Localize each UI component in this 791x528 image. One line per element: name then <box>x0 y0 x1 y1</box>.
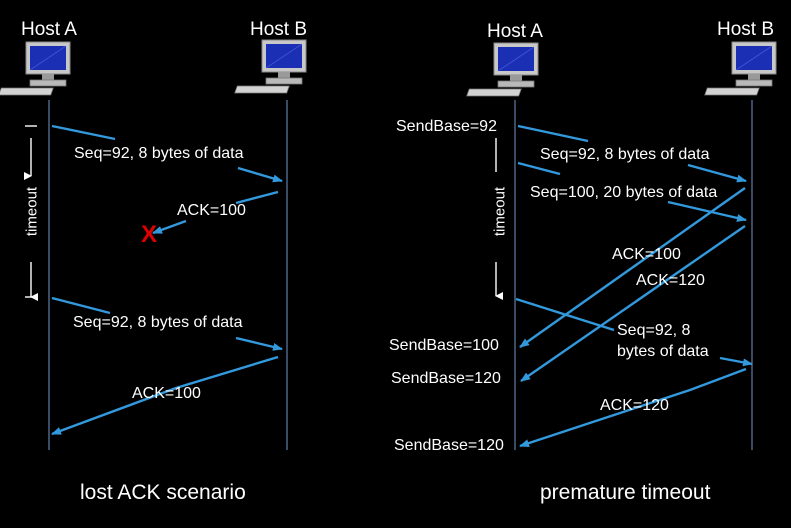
sendbase-label-1: SendBase=92 <box>396 118 497 135</box>
computer-icon <box>466 42 539 97</box>
seq-arrow-1-left-head <box>237 166 283 183</box>
caption-left: lost ACK scenario <box>80 481 246 504</box>
ack-arrow-3-right <box>519 367 747 448</box>
seq-label-3-right-line1: Seq=92, 8 <box>617 322 691 339</box>
seq-arrow-2-right-head <box>667 200 747 222</box>
ack-arrow-1-left <box>235 190 279 205</box>
seq-arrow-1-right <box>517 124 589 143</box>
seq-arrow-3-right-head <box>719 356 753 367</box>
seq-arrow-1-left <box>51 124 116 141</box>
seq-label-1-left: Seq=92, 8 bytes of data <box>74 145 244 162</box>
host-a-label-right: Host A <box>487 21 543 42</box>
host-b-label-right: Host B <box>717 19 775 40</box>
computer-icon <box>0 41 71 96</box>
ack-arrow-2-left <box>51 355 279 436</box>
computer-icon <box>704 41 777 96</box>
ack-arrow-2-right <box>520 225 746 382</box>
sendbase-label-4: SendBase=120 <box>394 437 504 454</box>
seq-label-1-right: Seq=92, 8 bytes of data <box>540 146 710 163</box>
ack-label-2-right: ACK=120 <box>636 272 705 289</box>
computer-icon <box>234 39 307 94</box>
seq-arrow-2-left-head <box>235 336 283 351</box>
ack-label-1-right: ACK=100 <box>612 246 681 263</box>
seq-arrow-2-right <box>517 161 561 176</box>
ack-label-3-right: ACK=120 <box>600 397 669 414</box>
ack-arrow-1-right <box>519 187 746 348</box>
seq-arrow-3-right <box>515 297 615 332</box>
lost-ack-mark: X <box>141 221 158 248</box>
sendbase-label-3: SendBase=120 <box>391 370 501 387</box>
ack-arrow-1-left-head <box>152 219 187 235</box>
host-a-label-left: Host A <box>21 19 77 40</box>
ack-label-1-left: ACK=100 <box>177 202 246 219</box>
seq-arrow-2-left <box>51 296 111 315</box>
timeout-label-right: timeout <box>491 186 509 237</box>
timeout-label-left: timeout <box>23 186 41 237</box>
ack-label-2-left: ACK=100 <box>132 385 201 402</box>
seq-label-3-right-line2: bytes of data <box>617 343 709 360</box>
seq-label-2-left: Seq=92, 8 bytes of data <box>73 314 243 331</box>
caption-right: premature timeout <box>540 481 711 504</box>
seq-arrow-1-right-head <box>687 163 747 183</box>
sendbase-label-2: SendBase=100 <box>389 337 499 354</box>
host-b-label-left: Host B <box>250 19 308 40</box>
seq-label-2-right: Seq=100, 20 bytes of data <box>530 184 718 201</box>
